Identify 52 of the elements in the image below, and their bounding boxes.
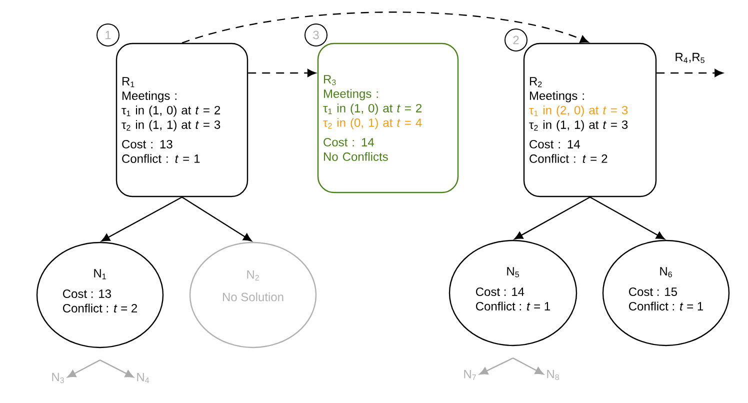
text-line: Cost : 13 xyxy=(63,290,111,298)
rounded-box xyxy=(523,42,657,198)
text-line: Meetings : xyxy=(530,91,584,102)
box-title: R$_{2}$ xyxy=(530,77,542,88)
text-line: Cost : 13 xyxy=(122,140,172,148)
edge-label: R$_{4}$,R$_{5}$ xyxy=(674,52,706,64)
text-line: Meetings : xyxy=(324,89,378,100)
box-title: R$_{1}$ xyxy=(122,77,134,88)
arrow xyxy=(512,358,544,375)
arrow xyxy=(479,358,514,375)
text-line: No Solution xyxy=(222,292,284,302)
ellipse-node xyxy=(602,240,730,346)
text-line: Cost : 14 xyxy=(324,138,374,146)
text-line: τ$_{1}$ in (2, 0) at t = 3 xyxy=(529,106,628,117)
rounded-box xyxy=(116,42,248,198)
text-line: Conflict : t = 2 xyxy=(63,304,137,312)
text-line: Cost : 15 xyxy=(629,288,677,296)
text-line: τ$_{2}$ in (1, 1) at t = 3 xyxy=(122,120,220,132)
text-line: Cost : 14 xyxy=(530,140,580,148)
node-title: N$_{6}$ xyxy=(660,267,672,278)
text-line: τ$_{1}$ in (1, 0) at t = 2 xyxy=(323,104,422,115)
node-title: N$_{2}$ xyxy=(247,270,259,280)
text-line: Cost : 14 xyxy=(476,288,524,296)
node-title: N$_{5}$ xyxy=(507,267,519,278)
node-label: N$_{7}$ xyxy=(464,370,476,380)
ellipse-node xyxy=(36,242,164,348)
node-label: N$_{4}$ xyxy=(137,372,150,384)
text-line: Conflict : t = 2 xyxy=(530,154,608,163)
arrow xyxy=(100,360,134,378)
node-label: N$_{3}$ xyxy=(52,372,64,384)
text-line: Conflict : t = 1 xyxy=(629,302,703,310)
text-line: Meetings : xyxy=(122,91,176,102)
box-title: R$_{3}$ xyxy=(324,75,336,86)
node-label: N$_{8}$ xyxy=(547,370,559,380)
text-line: τ$_{1}$ in (1, 0) at t = 2 xyxy=(122,106,220,117)
arrow xyxy=(248,69,316,77)
arrow xyxy=(590,196,665,240)
node-title: N$_{1}$ xyxy=(94,269,106,280)
rounded-box xyxy=(317,42,459,194)
arrow xyxy=(67,360,100,378)
arrow xyxy=(101,196,182,242)
text-line: τ$_{2}$ in (0, 1) at t = 4 xyxy=(323,118,422,130)
ellipse-node xyxy=(448,240,578,346)
arrow xyxy=(656,69,724,77)
arrow xyxy=(182,12,589,44)
arrow xyxy=(182,196,252,242)
text-line: No Conflicts xyxy=(324,152,388,161)
text-line: Conflict : t = 1 xyxy=(476,302,550,310)
text-line: τ$_{2}$ in (1, 1) at t = 3 xyxy=(529,120,628,132)
arrow xyxy=(514,196,590,240)
ellipse-node xyxy=(189,242,317,348)
text-line: Conflict : t = 1 xyxy=(122,154,200,163)
